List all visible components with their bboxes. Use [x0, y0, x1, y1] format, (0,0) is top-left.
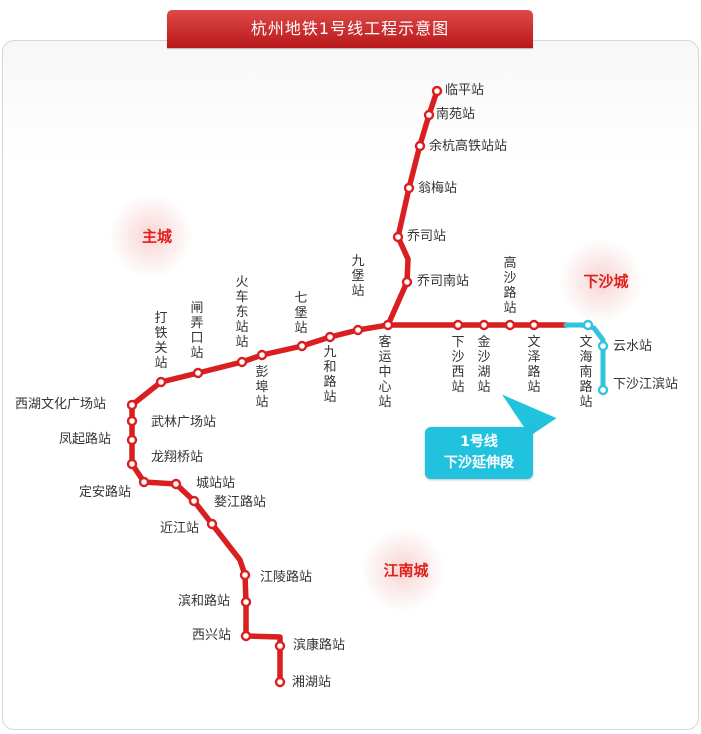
- district-glow-jiangnan: [362, 529, 444, 611]
- line-1-main-route: [129, 88, 440, 685]
- station-label-wenhai-south-road: 文海南路站: [579, 335, 593, 410]
- station-dot-wengmei: [403, 182, 415, 194]
- station-dot-wenhai-south-road: [582, 319, 594, 331]
- station-dot-binkang-road: [274, 640, 286, 652]
- station-label-binkang-road: 滨康路站: [293, 638, 346, 653]
- station-label-jinsha-lake: 金沙湖站: [477, 335, 491, 395]
- station-label-yunshui: 云水站: [613, 339, 653, 354]
- station-label-linping: 临平站: [445, 83, 485, 98]
- district-main-city: 主城: [141, 227, 173, 246]
- district-glow-main-city: [110, 195, 192, 277]
- station-label-wulin-square: 武林广场站: [151, 415, 217, 430]
- station-label-nanyuan: 南苑站: [436, 107, 476, 122]
- station-label-xiasha-jiangbin: 下沙江滨站: [613, 377, 679, 392]
- station-dot-longxiangqiao: [126, 458, 138, 470]
- station-label-fengqi-road: 凤起路站: [59, 432, 112, 447]
- station-label-wengmei: 翁梅站: [418, 181, 458, 196]
- station-dot-zhanongkou: [192, 367, 204, 379]
- station-dot-jiuhe-road: [324, 331, 336, 343]
- station-label-qibao: 七堡站: [294, 291, 308, 336]
- station-dot-jiangling-road: [239, 569, 251, 581]
- station-label-west-lake-cultural-square: 西湖文化广场站: [15, 397, 107, 412]
- station-dot-wujiang-road: [188, 495, 200, 507]
- station-dot-gaosha-road: [504, 319, 516, 331]
- station-dot-qibao: [296, 340, 308, 352]
- station-dot-xianghu: [274, 676, 286, 688]
- station-label-qiaosi-south: 乔司南站: [417, 274, 470, 289]
- extension-callout: 1号线 下沙延伸段: [425, 427, 533, 479]
- station-dot-pengbu: [256, 349, 268, 361]
- station-dot-jiubao: [352, 324, 364, 336]
- station-dot-xiasha-jiangbin: [597, 384, 609, 396]
- station-label-ding-an-road: 定安路站: [79, 485, 132, 500]
- station-label-binhe-road: 滨和路站: [178, 594, 231, 609]
- station-dot-xixing: [240, 630, 252, 642]
- station-dot-fengqi-road: [126, 434, 138, 446]
- station-label-qiaosi: 乔司站: [407, 229, 447, 244]
- station-label-city-station: 城站站: [196, 476, 236, 491]
- station-dot-wenze-road: [528, 319, 540, 331]
- station-label-east-railway: 火车东站站: [235, 275, 249, 350]
- map-panel: [2, 40, 699, 730]
- district-jiangnan: 江南城: [383, 561, 429, 580]
- extension-callout-segment-name: 下沙延伸段: [444, 455, 514, 471]
- station-dot-keyun-center: [382, 319, 394, 331]
- station-label-wenze-road: 文泽路站: [527, 335, 541, 395]
- station-label-pengbu: 彭埠站: [255, 365, 269, 410]
- station-label-xiasha-west: 下沙西站: [451, 335, 465, 395]
- station-dot-jinjiang: [206, 518, 218, 530]
- station-dot-datieguan: [155, 376, 167, 388]
- station-label-jinjiang: 近江站: [160, 521, 200, 536]
- station-label-jiubao: 九堡站: [351, 254, 365, 299]
- station-dot-qiaosi: [392, 231, 404, 243]
- station-dot-yuhang-hsr: [414, 140, 426, 152]
- station-label-yuhang-hsr: 余杭高铁站站: [429, 139, 508, 154]
- station-dot-qiaosi-south: [401, 276, 413, 288]
- district-glow-xiasha: [560, 240, 642, 322]
- station-dot-east-railway: [236, 356, 248, 368]
- extension-callout-line-number: 1号线: [460, 434, 498, 450]
- district-xiasha: 下沙城: [583, 272, 629, 291]
- station-label-jiuhe-road: 九和路站: [323, 345, 337, 405]
- station-dot-wulin-square: [126, 415, 138, 427]
- station-label-xixing: 西兴站: [192, 628, 232, 643]
- station-label-gaosha-road: 高沙路站: [503, 256, 517, 316]
- station-label-wujiang-road: 婺江路站: [214, 495, 267, 510]
- station-dot-xiasha-west: [452, 319, 464, 331]
- map-title: 杭州地铁1号线工程示意图: [167, 10, 533, 48]
- station-label-zhanongkou: 闸弄口站: [190, 301, 204, 361]
- station-dot-binhe-road: [240, 596, 252, 608]
- station-dot-ding-an-road: [138, 476, 150, 488]
- line-1-extension-route: [563, 322, 606, 393]
- station-dot-nanyuan: [423, 109, 435, 121]
- station-label-datieguan: 打铁关站: [154, 311, 168, 371]
- station-dot-jinsha-lake: [478, 319, 490, 331]
- station-dot-yunshui: [597, 340, 609, 352]
- station-label-xianghu: 湘湖站: [292, 675, 332, 690]
- station-label-keyun-center: 客运中心站: [378, 335, 392, 410]
- station-label-longxiangqiao: 龙翔桥站: [151, 450, 204, 465]
- station-dot-linping: [431, 85, 443, 97]
- station-dot-city-station: [170, 478, 182, 490]
- station-dot-west-lake-cultural-square: [126, 399, 138, 411]
- station-label-jiangling-road: 江陵路站: [260, 570, 313, 585]
